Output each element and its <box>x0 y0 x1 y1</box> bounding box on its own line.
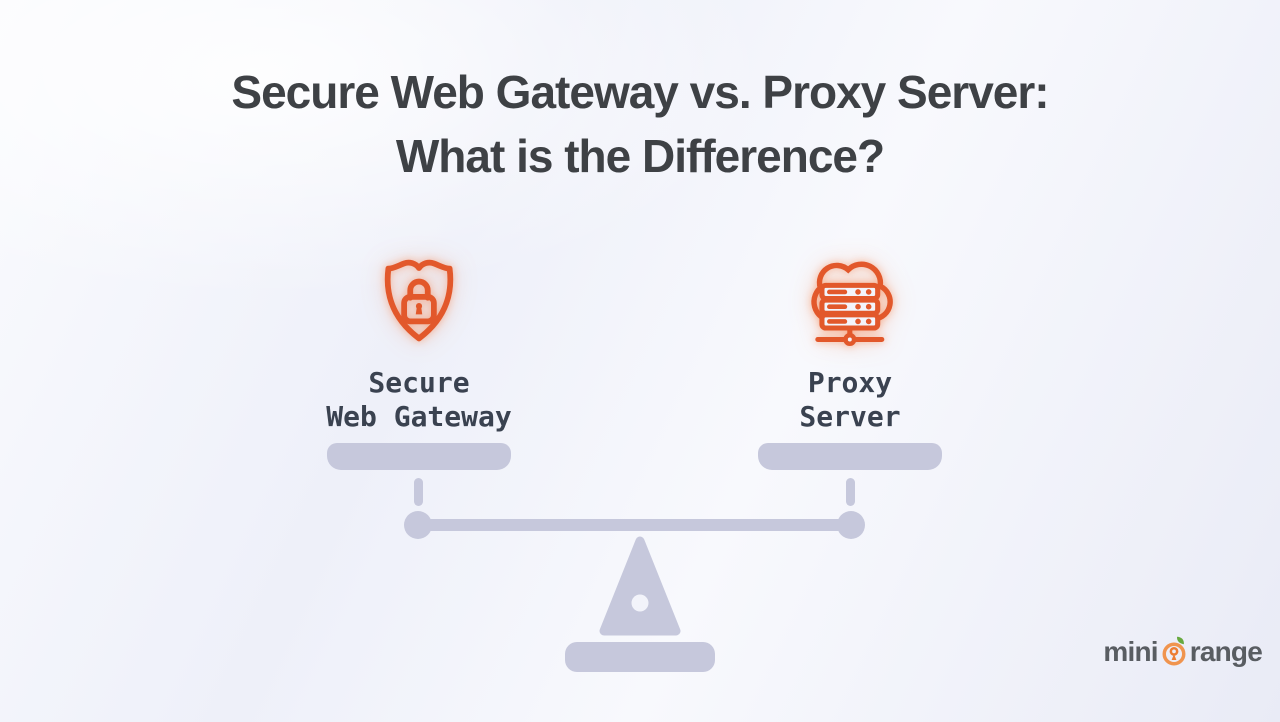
scale-base <box>565 642 715 672</box>
logo-orange-keyhole-icon <box>1159 635 1189 674</box>
label-line: Server <box>799 400 901 433</box>
title-line-1: Secure Web Gateway vs. Proxy Server: <box>231 66 1049 118</box>
label-line: Proxy <box>807 366 893 399</box>
label-line: Web Gateway <box>326 400 512 433</box>
page-title: Secure Web Gateway vs. Proxy Server: Wha… <box>0 60 1280 188</box>
label-line: Secure <box>368 366 470 399</box>
scale-hanger-left <box>414 478 423 506</box>
logo-text-range: range <box>1189 636 1263 667</box>
label-secure-web-gateway: Secure Web Gateway <box>259 366 579 434</box>
scale-beam <box>418 519 852 531</box>
shield-lock-icon <box>377 254 461 350</box>
label-proxy-server: Proxy Server <box>690 366 1010 434</box>
scale-pan-right <box>758 443 942 470</box>
scale-pan-left <box>327 443 511 470</box>
cloud-server-icon <box>799 250 899 352</box>
scale-hanger-right <box>846 478 855 506</box>
logo-text-mini: mini <box>1103 636 1158 667</box>
brand-logo: mini range <box>1103 630 1262 674</box>
title-line-2: What is the Difference? <box>395 130 885 182</box>
scale-fulcrum-triangle <box>597 536 683 643</box>
